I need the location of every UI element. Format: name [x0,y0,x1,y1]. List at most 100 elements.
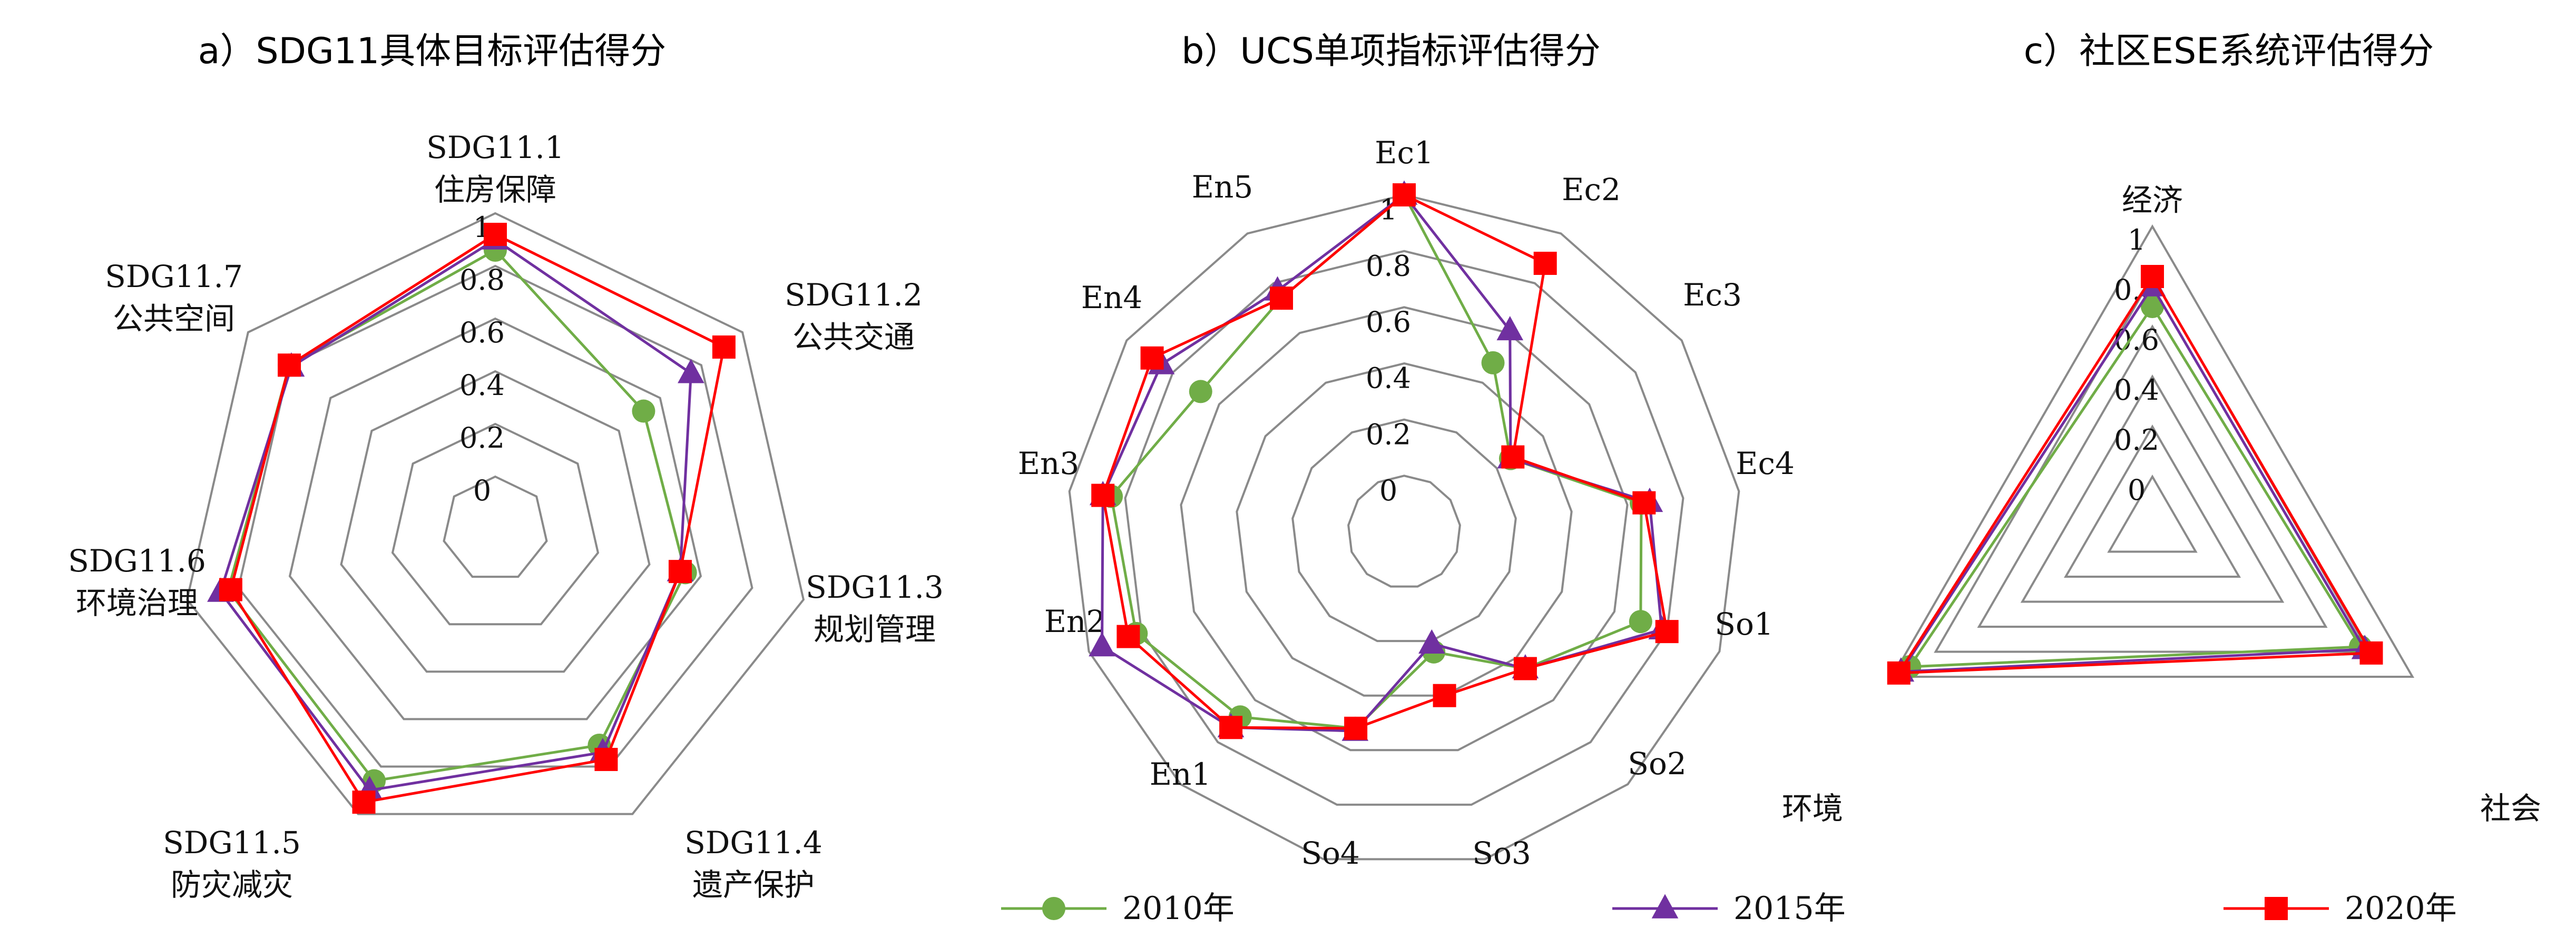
grid-ring [391,422,600,626]
data-point [712,335,736,359]
legend-marker [1042,897,1065,920]
tick-label: 0.2 [459,421,505,455]
data-point [1140,346,1164,370]
axis-label: En5 [1192,169,1253,205]
data-point [1655,620,1679,644]
tick-label: 0.4 [2114,373,2159,407]
chart-title: a）SDG11具体目标评估得分 [198,31,666,72]
data-point [1344,716,1368,740]
axis-label: En1 [1150,756,1211,792]
grid-ring [1124,250,1684,806]
tick-label: 0 [2128,473,2146,507]
tick-label: 0 [473,474,491,507]
data-point [632,399,655,423]
grid-ring [2063,424,2241,578]
grid-ring [1180,306,1629,752]
data-point [1393,183,1416,206]
radar-chart-ucs-indicators: b）UCS单项指标评估得分 00.20.40.60.81 Ec1Ec2Ec3Ec… [1018,31,1795,871]
tick-label: 0.6 [459,316,505,349]
data-point [678,359,704,383]
legend: 2010年 2015年 2020年 [1001,890,2457,927]
data-point [1189,380,1212,403]
data-point [1513,657,1537,680]
series-line [219,238,692,792]
data-point [352,791,376,814]
data-point [1091,483,1115,507]
data-point [1887,661,1911,685]
grid-ring [1236,362,1573,697]
series-line [1896,274,2374,675]
data-point [668,560,692,584]
chart-title: b）UCS单项指标评估得分 [1181,31,1601,72]
data-point [1629,610,1652,634]
tick-label: 0.2 [2114,423,2159,457]
tick-label: 0.8 [1366,249,1411,282]
tick-label: 0 [1379,474,1397,507]
tick-label: 1 [2128,223,2146,256]
series-line [229,233,726,804]
axis-label: So2 [1628,746,1687,782]
grid-ring [2020,374,2285,603]
series-2020 [1887,265,2383,685]
data-point [1418,629,1445,654]
axis-label: So1 [1715,606,1774,642]
axis-label: So3 [1472,835,1531,871]
axis-label: Ec1 [1375,135,1434,171]
grid-ring [1347,475,1461,588]
grid-ring [185,212,805,815]
grid-ring [1890,224,2415,678]
tick-label: 0.2 [1366,418,1411,451]
series-line [1101,193,1663,733]
axis-label: Ec3 [1683,277,1742,313]
data-point [1533,251,1557,275]
data-point [1632,491,1656,515]
tick-label: 0.8 [459,263,505,297]
data-point [1089,631,1115,657]
data-point [1270,287,1294,310]
legend-item-2015: 2015年 [1612,890,1846,927]
series-line [1898,284,2367,674]
series-2020 [219,223,736,814]
tick-label: 0.4 [459,369,505,402]
axis-label: 经济 [2122,182,2183,218]
data-point [2141,265,2164,288]
tick-label: 0.6 [1366,305,1411,339]
data-point [594,747,618,771]
axis-label: 社会 [2480,791,2541,826]
grid-ring [2107,475,2198,553]
data-point [1433,684,1456,707]
axis-label: 环境 [1782,791,1843,826]
axis-label: En2 [1044,604,1106,639]
axis-label: Ec2 [1562,172,1621,208]
series-2015 [207,225,704,801]
data-point [219,578,242,601]
grid-ring [340,370,651,673]
chart-title: c）社区ESE系统评估得分 [2024,31,2434,72]
axis-label: En3 [1018,446,1080,481]
legend-label: 2010年 [1122,890,1235,927]
data-point [1481,351,1505,374]
tick-label: 0.4 [1366,362,1411,395]
grid-ring [1977,324,2328,628]
grid-ring [443,475,548,578]
grid-ring [288,317,702,720]
legend-item-2010: 2010年 [1001,890,1235,927]
legend-marker [1651,894,1679,919]
axis-label: En4 [1081,280,1143,315]
data-point [278,353,301,377]
series-line [227,248,687,783]
series-line [1101,193,1669,730]
legend-label: 2020年 [2345,890,2457,927]
data-point [1116,625,1140,648]
legend-item-2020: 2020年 [2224,890,2457,927]
axis-label: Ec4 [1736,446,1795,481]
data-point [1219,716,1243,739]
